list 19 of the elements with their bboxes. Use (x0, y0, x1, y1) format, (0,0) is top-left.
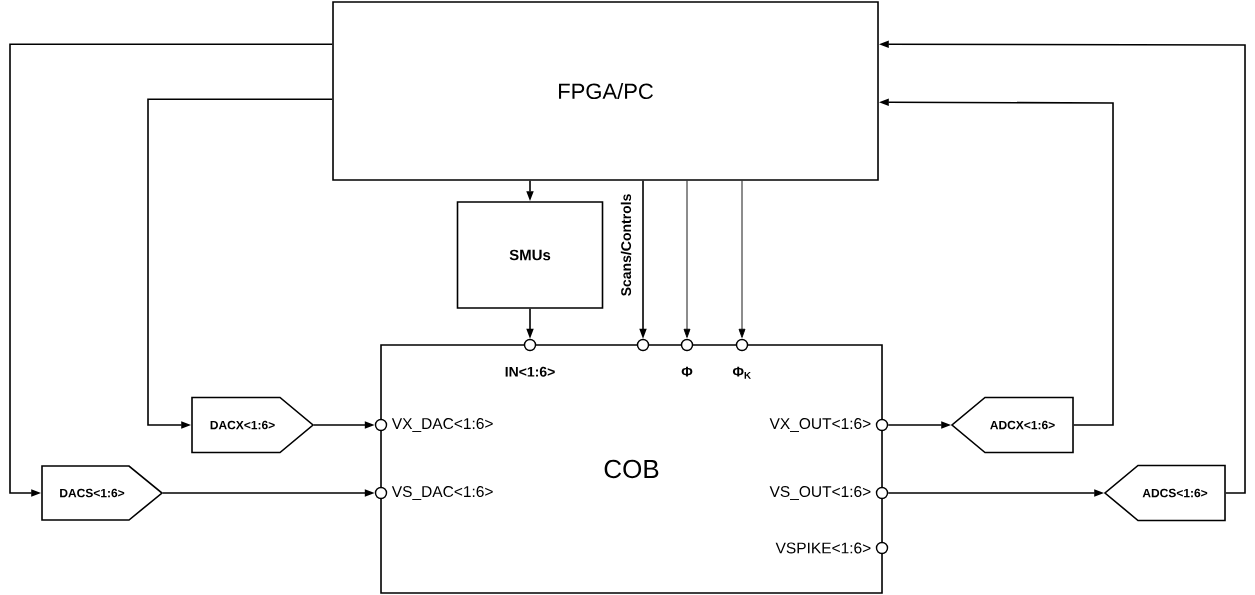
port-label: VS_OUT<1:6> (769, 486, 871, 500)
port-label: VX_DAC<1:6> (391, 418, 493, 432)
arrow (147, 98, 333, 429)
port-label: Φ$_{K}$ (732, 366, 751, 379)
port-label: IN<1:6> (505, 366, 555, 377)
port-label: VX_OUT<1:6> (769, 418, 871, 432)
converter-block: DACS<1:6> (41, 465, 164, 521)
arrow (683, 180, 691, 338)
port-label: VS_DAC<1:6> (391, 486, 493, 500)
port-label: VSPIKE<1:6> (775, 542, 871, 554)
converter-block: ADCX<1:6> (950, 396, 1074, 454)
converter-block: ADCS<1:6> (1103, 464, 1226, 522)
converter-block: DACX<1:6> (191, 396, 315, 454)
block-box: FPGA/PC (332, 1, 879, 181)
edge-label: Scans/Controls (620, 194, 632, 296)
port-label: Φ (681, 366, 693, 377)
block-box: SMUs (456, 201, 604, 309)
arrow (738, 180, 746, 338)
arrow (9, 43, 333, 497)
